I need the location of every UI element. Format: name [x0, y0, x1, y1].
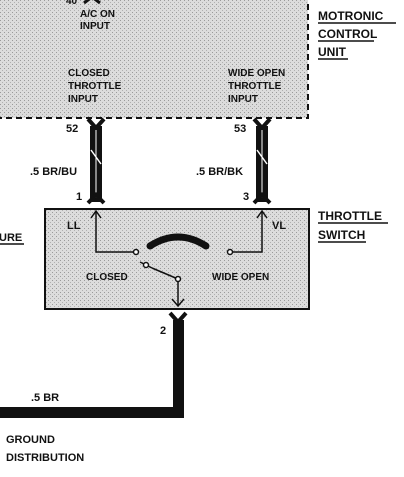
- ecu-pin-53: 53: [234, 123, 246, 135]
- ecu-title-line-3: UNIT: [318, 45, 347, 59]
- throttle-switch-box: [44, 208, 310, 310]
- ecu-pin-52: 52: [66, 123, 78, 135]
- ac-on-line-1: A/C ON: [80, 9, 115, 20]
- switch-pin-2: 2: [160, 325, 166, 337]
- pin-1-connector-icon: [86, 192, 106, 205]
- terminal-vl: VL: [272, 220, 286, 232]
- throttle-travel-arc: [146, 233, 210, 250]
- closed-throttle-line-2: THROTTLE: [68, 81, 122, 92]
- closed-throttle-line-3: INPUT: [68, 94, 98, 105]
- ac-pin-number: 40: [66, 0, 78, 7]
- switch-pin-3: 3: [243, 191, 249, 203]
- ac-connector-icon: [83, 0, 101, 5]
- pin-3-connector-icon: [252, 192, 272, 205]
- switch-title-line-1: THROTTLE: [318, 209, 382, 223]
- wide-open-line-1: WIDE OPEN: [228, 68, 285, 79]
- wide-open-line-2: THROTTLE: [228, 81, 282, 92]
- switch-title-line-2: SWITCH: [318, 228, 365, 242]
- wire-br-bu: [90, 126, 102, 202]
- motronic-control-unit-box: [0, 0, 309, 119]
- position-closed: CLOSED: [86, 272, 128, 283]
- ground-line-1: GROUND: [6, 434, 55, 446]
- wire-color-br-bu: .5 BR/BU: [30, 166, 77, 178]
- wire-br-ground: [0, 320, 184, 418]
- terminal-ll: LL: [67, 220, 81, 232]
- ground-line-2: DISTRIBUTION: [6, 452, 84, 464]
- ecu-title-line-2: CONTROL: [318, 27, 377, 41]
- closed-throttle-line-1: CLOSED: [68, 68, 110, 79]
- wire-color-br: .5 BR: [31, 392, 59, 404]
- ecu-title-line-1: MOTRONIC: [318, 9, 384, 23]
- wide-open-line-3: INPUT: [228, 94, 258, 105]
- ac-on-line-2: INPUT: [80, 21, 110, 32]
- switch-pin-1: 1: [76, 191, 82, 203]
- edge-label: URE: [0, 232, 22, 244]
- position-wide-open: WIDE OPEN: [212, 272, 269, 283]
- wire-color-br-bk: .5 BR/BK: [196, 166, 243, 178]
- wire-br-bk: [256, 126, 268, 202]
